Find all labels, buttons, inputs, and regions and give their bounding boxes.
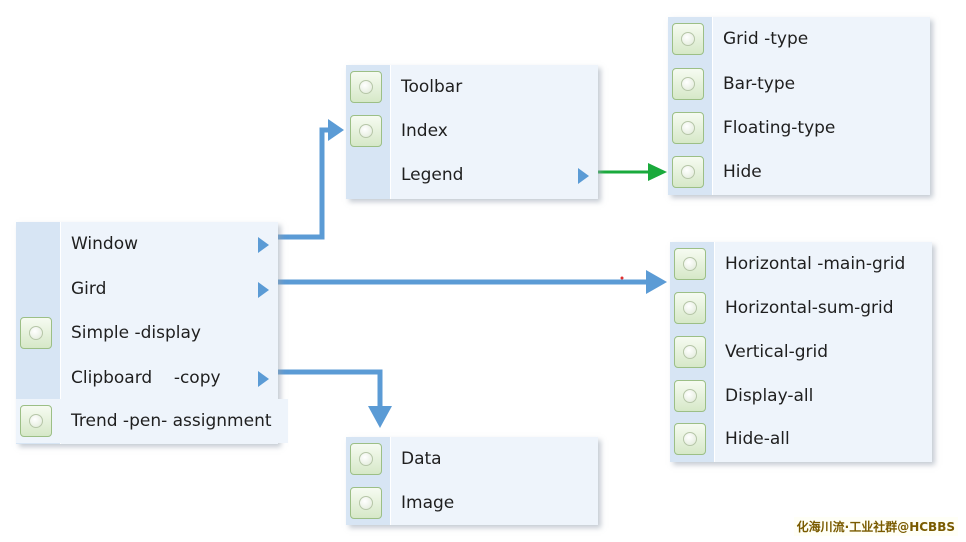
window-submenu: Toolbar Index Legend bbox=[346, 65, 598, 199]
menu-item-label: Legend bbox=[401, 165, 464, 185]
menu-item-label: Floating-type bbox=[723, 118, 836, 138]
menu-item-label: Vertical-grid bbox=[725, 342, 829, 362]
menu-item-grid-type[interactable]: Grid -type bbox=[668, 17, 930, 61]
menu-item-label: Image bbox=[401, 493, 455, 513]
menu-item-toolbar[interactable]: Toolbar bbox=[346, 65, 598, 109]
menu-item-label: Grid -type bbox=[723, 29, 809, 49]
menu-item-index[interactable]: Index bbox=[346, 109, 598, 153]
checkbox-icon bbox=[20, 317, 52, 349]
arrowhead-grid bbox=[646, 270, 667, 294]
grid-submenu: Horizontal -main-grid Horizontal-sum-gri… bbox=[670, 242, 932, 462]
arrowhead-toolbar bbox=[328, 119, 344, 141]
checkbox-icon bbox=[672, 68, 704, 100]
menu-item-label: Bar-type bbox=[723, 74, 796, 94]
menu-item-vertical-grid[interactable]: Vertical-grid bbox=[670, 330, 932, 374]
checkbox-icon bbox=[674, 336, 706, 368]
arrowhead-data bbox=[368, 406, 392, 428]
menu-item-label: Index bbox=[401, 121, 448, 141]
menu-item-hide-all[interactable]: Hide-all bbox=[670, 417, 932, 461]
menu-item-window[interactable]: Window bbox=[16, 222, 278, 266]
checkbox-icon bbox=[350, 115, 382, 147]
menu-item-horizontal-main-grid[interactable]: Horizontal -main-grid bbox=[670, 242, 932, 286]
menu-item-hide[interactable]: Hide bbox=[668, 150, 930, 194]
menu-item-label: Hide-all bbox=[725, 429, 790, 449]
checkbox-icon bbox=[350, 487, 382, 519]
watermark: 化海川流·工业社群@HCBBS bbox=[793, 517, 958, 536]
menu-item-label: Hide bbox=[723, 162, 762, 182]
menu-item-trend-pen-assignment[interactable]: Trend -pen- assignment bbox=[16, 399, 288, 443]
menu-item-clipboard-copy[interactable]: Clipboard -copy bbox=[16, 356, 278, 400]
red-dot bbox=[620, 276, 624, 280]
clipboard-submenu: Data Image bbox=[346, 437, 598, 525]
checkbox-icon bbox=[672, 112, 704, 144]
menu-item-label: Window bbox=[71, 234, 139, 254]
checkbox-icon bbox=[674, 423, 706, 455]
checkbox-icon bbox=[350, 443, 382, 475]
menu-item-floating-type[interactable]: Floating-type bbox=[668, 106, 930, 150]
menu-item-label: Trend -pen- assignment bbox=[71, 411, 272, 431]
menu-item-label: Horizontal -main-grid bbox=[725, 254, 906, 274]
menu-item-gird[interactable]: Gird bbox=[16, 267, 278, 311]
checkbox-icon bbox=[672, 23, 704, 55]
checkbox-icon bbox=[350, 71, 382, 103]
submenu-arrow-icon bbox=[258, 371, 269, 387]
menu-item-label: Simple -display bbox=[71, 323, 201, 343]
menu-item-label: Display-all bbox=[725, 386, 814, 406]
menu-item-horizontal-sum-grid[interactable]: Horizontal-sum-grid bbox=[670, 286, 932, 330]
arrow-clipboard-to-data-menu bbox=[274, 369, 383, 408]
checkbox-icon bbox=[20, 405, 52, 437]
menu-item-legend[interactable]: Legend bbox=[346, 153, 598, 197]
menu-item-label: Gird bbox=[71, 279, 107, 299]
menu-item-label: Toolbar bbox=[401, 77, 463, 97]
submenu-arrow-icon bbox=[258, 282, 269, 298]
menu-item-label: Data bbox=[401, 449, 442, 469]
submenu-arrow-icon bbox=[258, 237, 269, 253]
menu-item-simple-display[interactable]: Simple -display bbox=[16, 311, 278, 355]
menu-item-bar-type[interactable]: Bar-type bbox=[668, 62, 930, 106]
arrowhead-legend bbox=[648, 163, 667, 181]
menu-item-data[interactable]: Data bbox=[346, 437, 598, 481]
checkbox-icon bbox=[672, 156, 704, 188]
legend-submenu: Grid -type Bar-type Floating-type Hide bbox=[668, 17, 930, 195]
checkbox-icon bbox=[674, 248, 706, 280]
checkbox-icon bbox=[674, 292, 706, 324]
checkbox-icon bbox=[674, 380, 706, 412]
menu-item-image[interactable]: Image bbox=[346, 481, 598, 525]
menu-item-display-all[interactable]: Display-all bbox=[670, 374, 932, 418]
arrow-window-to-toolbar-menu bbox=[274, 127, 330, 240]
menu-item-label: Clipboard -copy bbox=[71, 368, 221, 388]
main-context-menu: Window Gird Simple -display Clipboard -c… bbox=[16, 222, 288, 444]
submenu-arrow-icon bbox=[578, 168, 589, 184]
menu-item-label: Horizontal-sum-grid bbox=[725, 298, 894, 318]
